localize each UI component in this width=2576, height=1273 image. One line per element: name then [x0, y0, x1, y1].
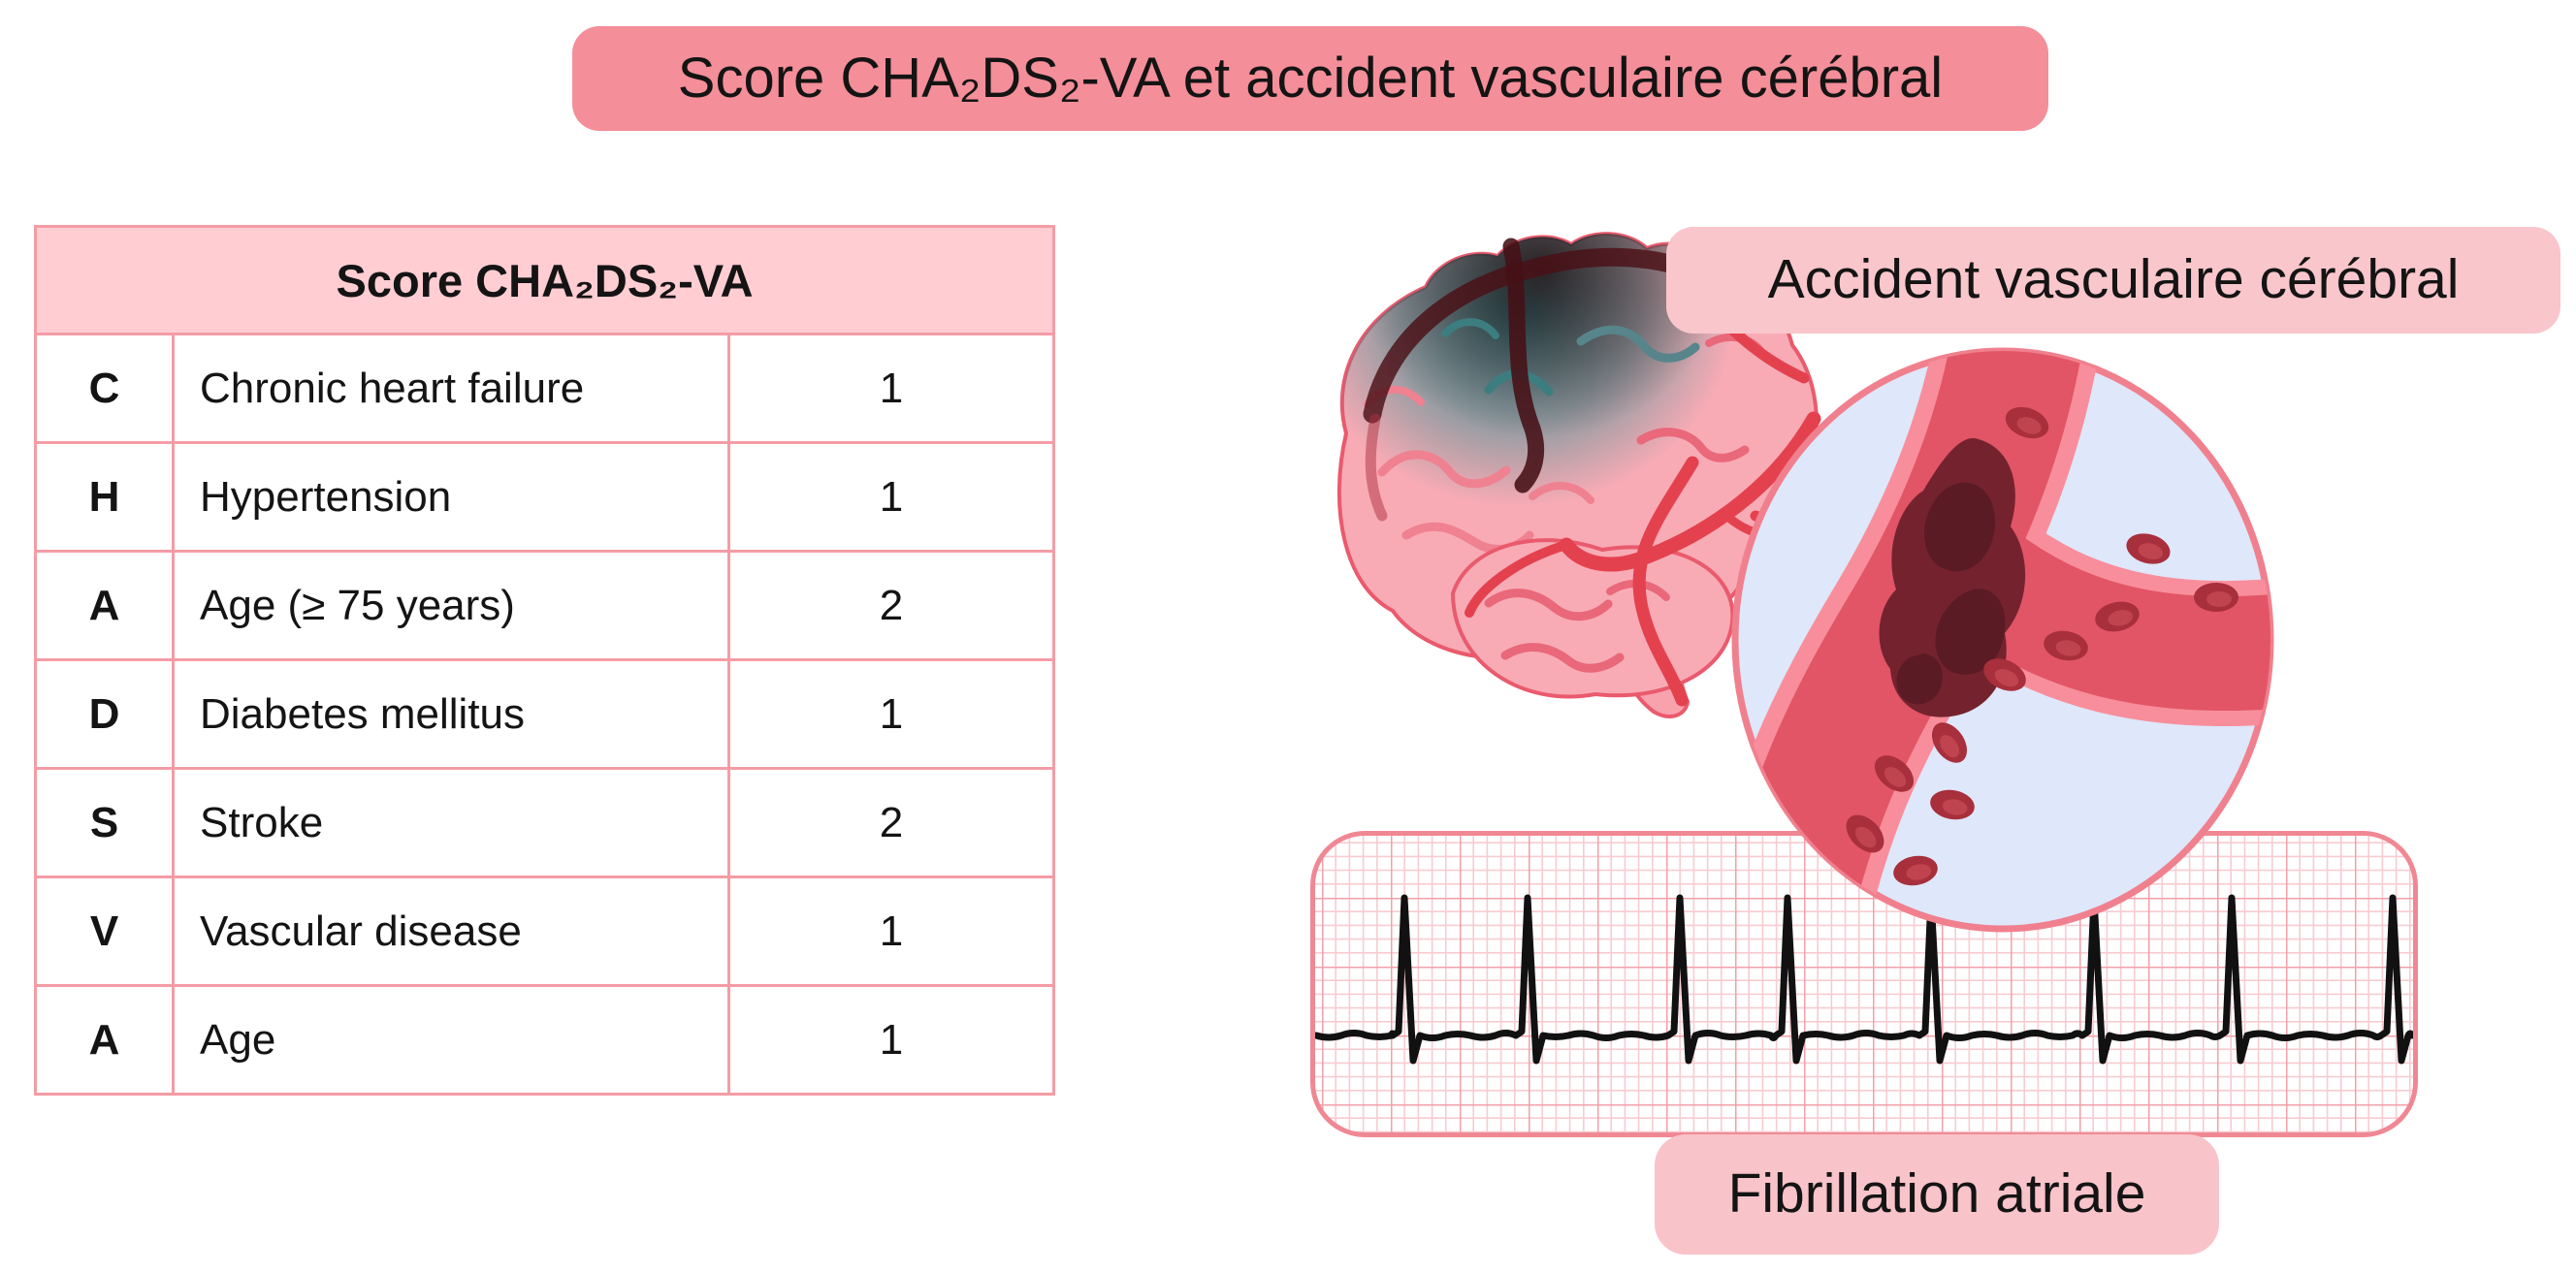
row-points: 1	[726, 984, 1056, 1096]
table-header: Score CHA₂DS₂-VA	[33, 225, 1056, 335]
row-letter: C	[34, 333, 175, 444]
row-criterion: Diabetes mellitus	[172, 658, 730, 770]
row-criterion: Stroke	[172, 767, 730, 878]
row-letter: D	[34, 658, 175, 770]
row-letter: H	[34, 441, 175, 553]
row-letter: S	[34, 767, 175, 878]
row-points: 2	[726, 550, 1056, 661]
row-criterion: Hypertension	[172, 441, 730, 553]
afib-label: Fibrillation atriale	[1655, 1134, 2219, 1255]
row-points: 1	[726, 441, 1056, 553]
table-row: C Chronic heart failure 1	[34, 333, 1056, 444]
row-points: 2	[726, 767, 1056, 878]
table-row: A Age (≥ 75 years) 2	[34, 550, 1056, 661]
afib-label-text: Fibrillation atriale	[1727, 1162, 2146, 1225]
row-criterion: Chronic heart failure	[172, 333, 730, 444]
stroke-label-text: Accident vasculaire cérébral	[1767, 248, 2460, 311]
thrombus-in-artery-magnifier-icon	[1731, 347, 2274, 933]
stroke-label: Accident vasculaire cérébral	[1666, 227, 2560, 334]
table-row: H Hypertension 1	[34, 441, 1056, 553]
page-title: Score CHA₂DS₂-VA et accident vasculaire …	[677, 46, 1944, 110]
cha2ds2va-score-table: Score CHA₂DS₂-VA C Chronic heart failure…	[33, 225, 1056, 1096]
row-points: 1	[726, 333, 1056, 444]
row-points: 1	[726, 875, 1056, 987]
ecg-trace	[1313, 894, 2415, 1065]
row-letter: A	[34, 550, 175, 661]
row-criterion: Vascular disease	[172, 875, 730, 987]
row-criterion: Age	[172, 984, 730, 1096]
row-points: 1	[726, 658, 1056, 770]
row-criterion: Age (≥ 75 years)	[172, 550, 730, 661]
table-row: A Age 1	[34, 984, 1056, 1096]
table-row: D Diabetes mellitus 1	[34, 658, 1056, 770]
table-row: V Vascular disease 1	[34, 875, 1056, 987]
row-letter: V	[34, 875, 175, 987]
table-row: S Stroke 2	[34, 767, 1056, 878]
title-banner: Score CHA₂DS₂-VA et accident vasculaire …	[572, 26, 2048, 131]
table-header-row: Score CHA₂DS₂-VA	[33, 225, 1056, 335]
row-letter: A	[34, 984, 175, 1096]
